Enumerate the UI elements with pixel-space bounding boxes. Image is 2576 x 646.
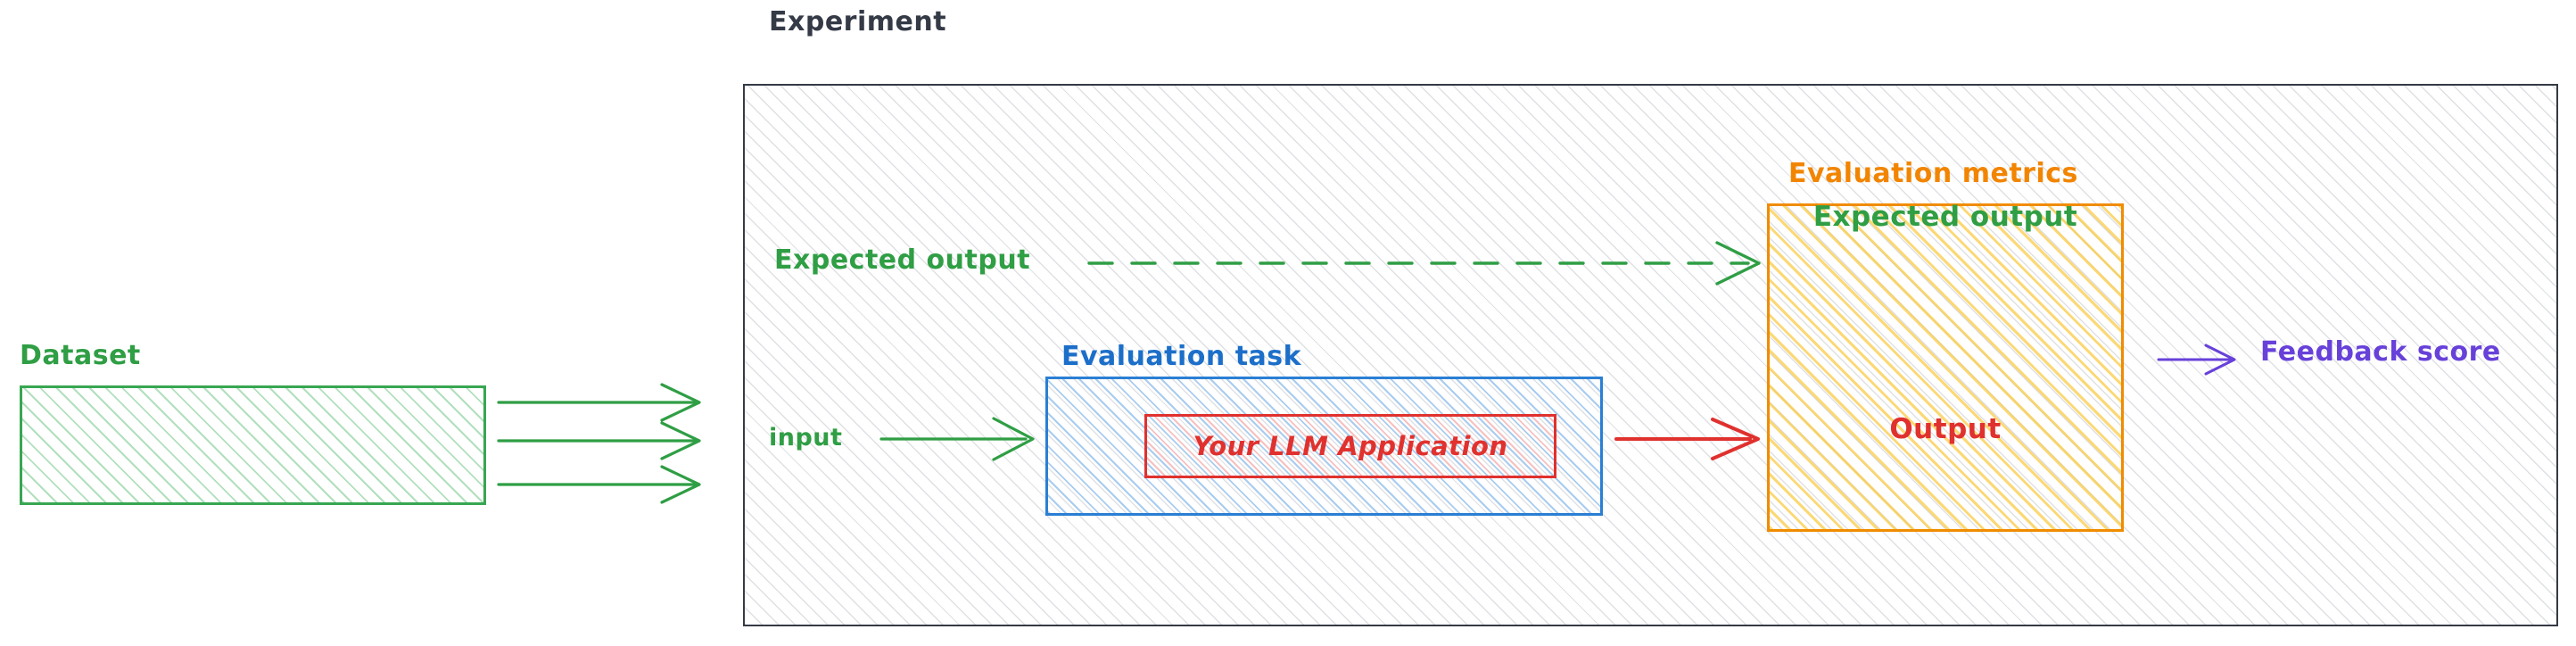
experiment-container: [743, 84, 2558, 626]
metrics-expected-output-label: Expected output: [1812, 201, 2078, 233]
experiment-title: Experiment: [769, 6, 947, 37]
expected-output-flow-label: Expected output: [774, 244, 1031, 276]
dataset-box: [20, 385, 486, 505]
evaluation-metrics-box: [1767, 203, 2124, 532]
dataset-title: Dataset: [20, 340, 141, 371]
dataset-to-experiment-arrow-3: [497, 465, 701, 504]
llm-application-box: [1144, 414, 1556, 478]
dataset-to-experiment-arrow-2: [497, 421, 701, 460]
dataset-to-experiment-arrow-1: [497, 383, 701, 422]
llm-application-label: Your LLM Application: [1193, 430, 1508, 461]
feedback-score-label: Feedback score: [2260, 336, 2501, 368]
evaluation-metrics-title: Evaluation metrics: [1788, 158, 2078, 189]
input-flow-label: input: [769, 424, 843, 451]
evaluation-task-title: Evaluation task: [1061, 341, 1302, 372]
evaluation-task-box: [1045, 377, 1603, 516]
metrics-output-label: Output: [1889, 413, 2002, 445]
